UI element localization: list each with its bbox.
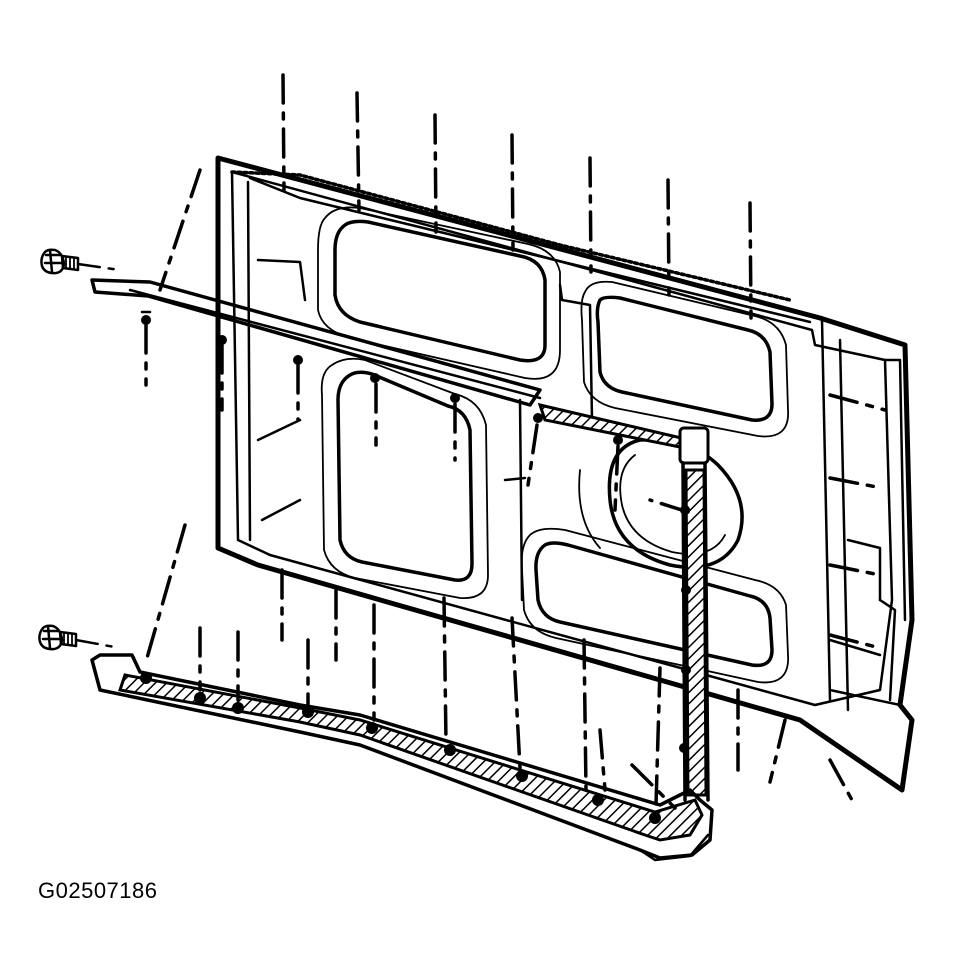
vertical-trim-strip <box>678 426 710 802</box>
clip-icon <box>302 706 314 718</box>
figure-id-label: G02507186 <box>38 878 158 903</box>
clip-icon <box>232 702 244 714</box>
clip-icon <box>516 770 528 782</box>
clip-icon <box>444 744 456 756</box>
lower-trim-molding <box>90 653 714 862</box>
clip-icon <box>217 335 227 345</box>
clip-icon <box>366 722 378 734</box>
clip-icon <box>533 413 543 423</box>
upper-trim-molding <box>90 278 698 453</box>
clip-icon <box>370 373 380 383</box>
clip-icon <box>681 585 691 595</box>
clip-icon <box>140 672 152 684</box>
clip-icon <box>293 355 303 365</box>
alignment-lines <box>143 73 887 810</box>
door-inner-panel <box>215 155 915 793</box>
clip-icon <box>592 794 604 806</box>
clip-icon <box>613 435 623 445</box>
clip-icon <box>450 393 460 403</box>
panel-window-openings <box>317 206 789 684</box>
clip-icon <box>649 812 661 824</box>
clip-icon <box>140 310 152 325</box>
clip-icon <box>679 743 689 753</box>
retaining-clips <box>140 310 691 824</box>
screw-icon <box>38 624 122 651</box>
clip-icon <box>681 665 691 675</box>
clip-icon <box>194 692 206 704</box>
screw-icon <box>40 248 122 275</box>
